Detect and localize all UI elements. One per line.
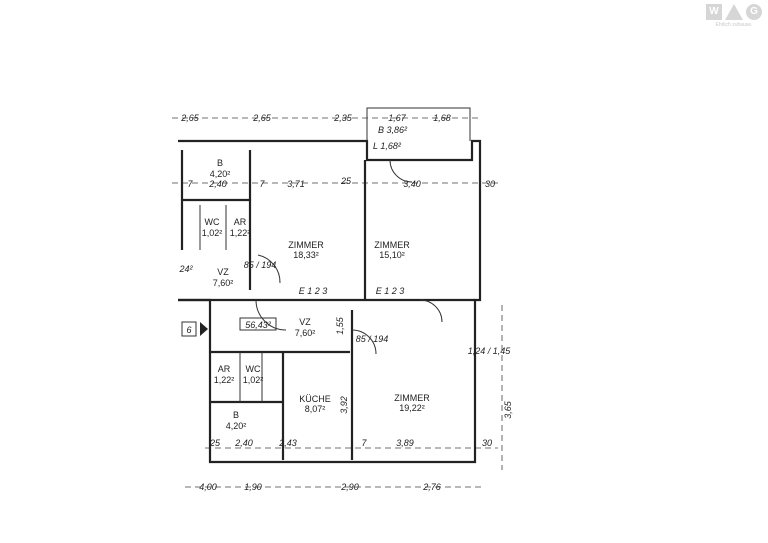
svg-text:1,02²: 1,02²	[243, 375, 264, 385]
logo-mark-w: W	[706, 4, 722, 20]
upper-dim: 25	[340, 176, 352, 186]
upper-dim: 3,40	[403, 179, 421, 189]
upper-dim: 7	[187, 179, 193, 189]
vz-dim: 1,55	[335, 316, 345, 335]
room-b-lower: B 4,20²	[226, 410, 247, 431]
lower-dim: 30	[482, 438, 492, 448]
svg-text:1,02²: 1,02²	[202, 228, 223, 238]
room-b-upper: B 4,20²	[210, 158, 231, 179]
room-ar-lower: AR 1,22²	[214, 364, 235, 385]
bottom-dim: 1,90	[244, 482, 262, 492]
total-area-box	[239, 317, 277, 331]
kueche-height-dim: 3,92	[339, 396, 349, 414]
lower-dim: 2,43	[278, 438, 297, 448]
svg-text:B: B	[233, 410, 239, 420]
total-area: 56,43²	[245, 320, 272, 330]
svg-text:VZ: VZ	[217, 267, 229, 277]
upper-dim: 3,71	[287, 179, 305, 189]
room-zimmer-2: ZIMMER 15,10²	[374, 240, 410, 260]
svg-text:AR: AR	[234, 217, 247, 227]
walls	[178, 107, 482, 464]
bottom-dim: 2,90	[340, 482, 359, 492]
lower-dim: 2,40	[234, 438, 253, 448]
door-label: 85 / 194	[356, 334, 389, 344]
room-kueche: KÜCHE 8,07²	[299, 394, 331, 414]
lower-dim: 3,89	[396, 438, 414, 448]
window-label: E 1 2 3	[299, 286, 328, 296]
top-dim: 1,68	[433, 113, 451, 123]
top-dim: 1,67	[388, 113, 407, 123]
room-vz-lower: VZ 7,60²	[295, 317, 316, 338]
bottom-dim: 4,00	[199, 482, 217, 492]
door-label: 85 / 194	[244, 260, 277, 270]
lower-dim: 25	[209, 438, 221, 448]
logo-tagline: Ehrlich zuhause.	[715, 22, 753, 28]
svg-text:ZIMMER: ZIMMER	[374, 240, 410, 250]
svg-text:B: B	[217, 158, 223, 168]
top-dim: 2,35	[333, 113, 353, 123]
wag-logo: W G Ehrlich zuhause.	[706, 4, 762, 28]
window-label-right: 1,24 / 1,45	[468, 346, 512, 356]
entrance-arrow-icon	[200, 322, 208, 336]
bottom-dim: 2,76	[422, 482, 441, 492]
room-ar-upper: AR 1,22²	[230, 217, 251, 238]
svg-text:18,33²: 18,33²	[293, 250, 319, 260]
upper-dim: 30	[485, 179, 495, 189]
svg-text:15,10²: 15,10²	[379, 250, 405, 260]
right-dim: 3,65	[503, 400, 513, 419]
svg-text:WC: WC	[246, 364, 261, 374]
room-wc-upper: WC 1,02²	[202, 217, 223, 238]
svg-text:7,60²: 7,60²	[213, 278, 234, 288]
svg-text:KÜCHE: KÜCHE	[299, 394, 331, 404]
room-wc-lower: WC 1,02²	[243, 364, 264, 385]
logo-mark-a	[725, 4, 743, 20]
svg-text:19,22²: 19,22²	[399, 403, 425, 413]
svg-text:8,07²: 8,07²	[305, 404, 326, 414]
top-dim: 2,65	[180, 113, 200, 123]
logo-mark-g: G	[746, 4, 762, 20]
top-dim: 2,65	[252, 113, 272, 123]
apartment-number: 6	[186, 325, 191, 335]
svg-text:1,22²: 1,22²	[214, 375, 235, 385]
balcony-label: B 3,86²	[378, 125, 408, 135]
room-zimmer-1: ZIMMER 18,33²	[288, 240, 324, 260]
svg-text:1,22²: 1,22²	[230, 228, 251, 238]
upper-dim: 7	[259, 179, 265, 189]
room-vz-upper: VZ 7,60²	[213, 267, 234, 288]
apartment-number-box	[181, 321, 197, 337]
svg-text:4,20²: 4,20²	[210, 169, 231, 179]
loggia-label: L 1,68²	[373, 141, 402, 151]
svg-text:WC: WC	[205, 217, 220, 227]
svg-text:VZ: VZ	[299, 317, 311, 327]
svg-text:AR: AR	[218, 364, 231, 374]
svg-text:ZIMMER: ZIMMER	[288, 240, 324, 250]
svg-text:7,60²: 7,60²	[295, 328, 316, 338]
room-zimmer-3: ZIMMER 19,22²	[394, 393, 430, 413]
window-label: E 1 2 3	[376, 286, 405, 296]
partial-area-label: 24²	[178, 264, 193, 274]
lower-dim: 7	[361, 438, 367, 448]
svg-text:4,20²: 4,20²	[226, 421, 247, 431]
svg-text:ZIMMER: ZIMMER	[394, 393, 430, 403]
upper-dim: 2,40	[208, 179, 227, 189]
